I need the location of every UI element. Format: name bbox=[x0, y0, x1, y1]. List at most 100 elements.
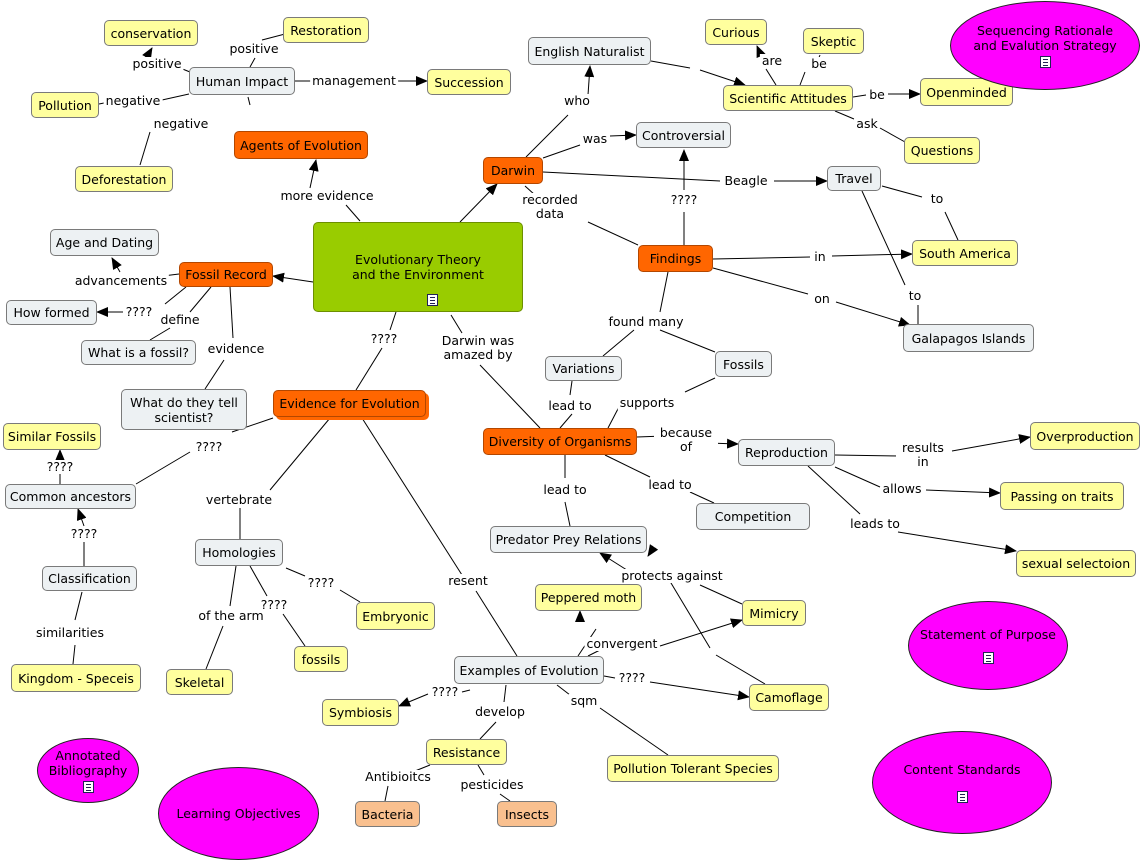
node-diversity-of-organisms[interactable]: Diversity of Organisms bbox=[483, 428, 637, 455]
link-label-allows: allows bbox=[880, 481, 924, 496]
link-label-develop: develop bbox=[473, 704, 527, 719]
link-label-sqm: sqm bbox=[568, 693, 600, 708]
link-label-evidence: evidence bbox=[205, 341, 267, 356]
node-overproduction[interactable]: Overproduction bbox=[1030, 422, 1140, 450]
node-predator-prey-relations[interactable]: Predator Prey Relations bbox=[490, 526, 647, 553]
connector-line bbox=[479, 364, 541, 429]
node-camoflage[interactable]: Camoflage bbox=[749, 684, 829, 711]
connector-line bbox=[664, 572, 711, 649]
node-homologies[interactable]: Homologies bbox=[195, 539, 283, 566]
node-pollution-tolerant-species[interactable]: Pollution Tolerant Species bbox=[607, 755, 779, 782]
resource-content-standards[interactable]: Content Standards bbox=[872, 731, 1052, 834]
connector-line bbox=[604, 454, 651, 478]
node-passing-on-traits[interactable]: Passing on traits bbox=[1000, 482, 1124, 510]
connector-line bbox=[542, 171, 721, 182]
node-examples-of-evolution[interactable]: Examples of Evolution bbox=[454, 656, 604, 684]
node-variations[interactable]: Variations bbox=[545, 356, 622, 381]
node-pollution[interactable]: Pollution bbox=[31, 92, 99, 118]
connector-line bbox=[76, 508, 87, 527]
connector-line bbox=[556, 684, 571, 696]
node-fossils-small[interactable]: fossils bbox=[294, 646, 348, 672]
link-label-negative: negative bbox=[103, 93, 163, 108]
link-label-question: ???? bbox=[305, 575, 337, 590]
document-icon[interactable] bbox=[82, 781, 94, 793]
connector-line bbox=[477, 764, 485, 776]
learning-objectives-label: Learning Objectives bbox=[176, 806, 301, 821]
node-sexual-selection[interactable]: sexual selectoion bbox=[1016, 550, 1136, 577]
link-label-define: define bbox=[158, 312, 202, 327]
node-how-formed[interactable]: How formed bbox=[6, 300, 97, 325]
node-findings[interactable]: Findings bbox=[638, 245, 713, 272]
node-fossils[interactable]: Fossils bbox=[715, 351, 772, 377]
node-what-do-they-tell[interactable]: What do they tell scientist? bbox=[121, 389, 247, 430]
link-label-lead-to: lead to bbox=[646, 477, 694, 492]
node-kingdom-species[interactable]: Kingdom - Speceis bbox=[11, 664, 141, 692]
node-skeptic[interactable]: Skeptic bbox=[803, 28, 864, 54]
document-icon[interactable] bbox=[982, 652, 994, 664]
link-label-be: be bbox=[867, 87, 887, 102]
connector-line bbox=[944, 211, 959, 241]
node-galapagos-islands[interactable]: Galapagos Islands bbox=[903, 324, 1034, 352]
node-questions[interactable]: Questions bbox=[904, 137, 980, 164]
link-label-question: ???? bbox=[44, 459, 76, 474]
connector-line bbox=[149, 327, 171, 341]
connector-line bbox=[525, 114, 569, 158]
link-label-in: in bbox=[812, 249, 828, 264]
node-deforestation[interactable]: Deforestation bbox=[75, 166, 173, 192]
node-skeletal[interactable]: Skeletal bbox=[166, 669, 233, 695]
resource-learning-objectives[interactable]: Learning Objectives bbox=[158, 767, 319, 860]
node-human-impact[interactable]: Human Impact bbox=[189, 67, 295, 95]
connector-line bbox=[599, 707, 669, 756]
node-classification[interactable]: Classification bbox=[42, 566, 137, 591]
node-embryonic[interactable]: Embryonic bbox=[356, 602, 435, 630]
central-concept[interactable]: Evolutionary Theory and the Environment bbox=[313, 222, 523, 312]
node-english-naturalist[interactable]: English Naturalist bbox=[528, 37, 651, 65]
resource-annotated-bibliography[interactable]: Annotated Bibliography bbox=[37, 738, 139, 803]
node-evidence-for-evolution[interactable]: Evidence for Evolution bbox=[273, 390, 426, 417]
node-curious[interactable]: Curious bbox=[705, 19, 767, 45]
connector-line bbox=[852, 94, 867, 98]
node-common-ancestors[interactable]: Common ancestors bbox=[5, 484, 136, 509]
node-restoration[interactable]: Restoration bbox=[283, 17, 369, 43]
node-reproduction[interactable]: Reproduction bbox=[738, 439, 835, 466]
link-label-results-in: results in bbox=[896, 441, 950, 469]
node-symbiosis[interactable]: Symbiosis bbox=[322, 699, 399, 726]
node-resistance[interactable]: Resistance bbox=[426, 739, 507, 765]
node-scientific-attitudes[interactable]: Scientific Attitudes bbox=[723, 85, 853, 111]
node-what-is-a-fossil[interactable]: What is a fossil? bbox=[81, 340, 196, 365]
connector-line bbox=[308, 159, 319, 189]
node-age-and-dating[interactable]: Age and Dating bbox=[50, 229, 159, 256]
annotated-bibliography-label: Annotated Bibliography bbox=[48, 748, 128, 778]
link-label-because-of: because of bbox=[654, 426, 718, 454]
document-icon[interactable] bbox=[1039, 56, 1051, 68]
connector-line bbox=[261, 33, 286, 41]
node-similar-fossils[interactable]: Similar Fossils bbox=[3, 423, 101, 450]
node-mimicry[interactable]: Mimicry bbox=[742, 600, 806, 626]
node-agents-of-evolution[interactable]: Agents of Evolution bbox=[234, 131, 368, 159]
link-label-found-many: found many bbox=[606, 314, 686, 329]
connector-line bbox=[715, 654, 766, 685]
node-bacteria[interactable]: Bacteria bbox=[355, 801, 420, 827]
node-conservation[interactable]: conservation bbox=[104, 20, 198, 46]
link-label-question: ???? bbox=[193, 439, 225, 454]
connector-line bbox=[249, 57, 256, 68]
node-travel[interactable]: Travel bbox=[827, 166, 881, 191]
node-insects[interactable]: Insects bbox=[497, 801, 557, 827]
node-controversial[interactable]: Controversial bbox=[636, 122, 731, 148]
document-icon[interactable] bbox=[427, 294, 438, 306]
document-icon[interactable] bbox=[956, 791, 968, 803]
node-darwin[interactable]: Darwin bbox=[483, 157, 543, 184]
connector-line bbox=[384, 785, 389, 802]
node-fossil-record[interactable]: Fossil Record bbox=[179, 262, 273, 287]
node-peppered-moth[interactable]: Peppered moth bbox=[535, 584, 642, 611]
link-label-lead-to: lead to bbox=[546, 398, 594, 413]
node-south-america[interactable]: South America bbox=[912, 240, 1018, 266]
resource-sequencing-rationale[interactable]: Sequencing Rationale and Evalution Strat… bbox=[950, 1, 1140, 90]
node-succession[interactable]: Succession bbox=[427, 69, 511, 95]
connector-line bbox=[161, 93, 190, 101]
node-competition[interactable]: Competition bbox=[696, 503, 810, 530]
resource-statement-of-purpose[interactable]: Statement of Purpose bbox=[908, 601, 1068, 690]
connector-line bbox=[602, 329, 635, 357]
connector-line bbox=[205, 625, 224, 670]
